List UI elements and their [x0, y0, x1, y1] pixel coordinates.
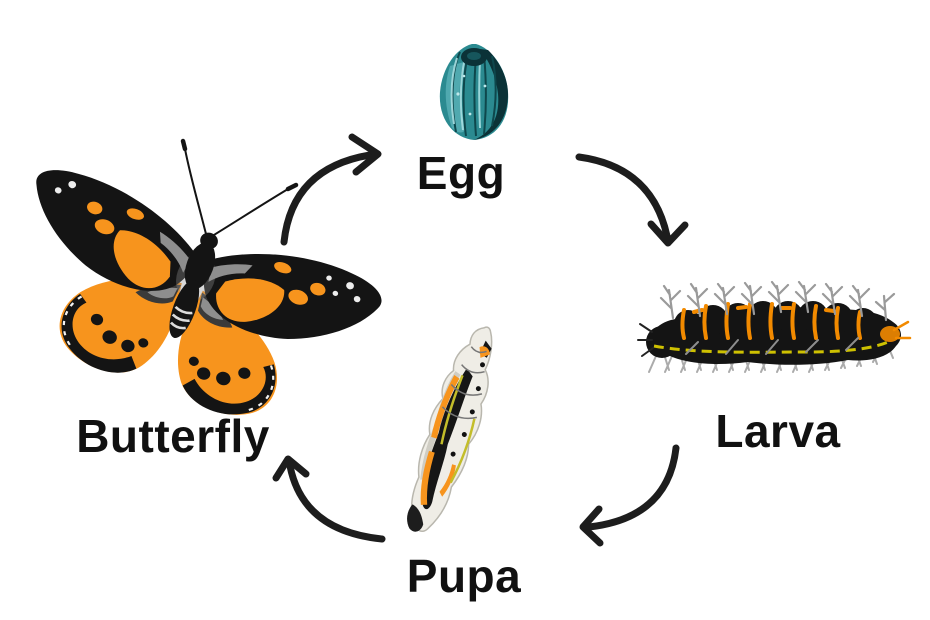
egg-shadow [474, 49, 508, 140]
stage-label-pupa: Pupa [406, 550, 522, 602]
pupa-dots [450, 362, 486, 457]
arrow-egg-to-larva [575, 153, 689, 247]
butterfly-left-forewing [36, 170, 196, 291]
pupa-dark-tip [407, 504, 424, 532]
stage-label-egg: Egg [416, 147, 506, 199]
butterfly-left-hindwing [59, 278, 182, 373]
pupa-black-streak [422, 368, 473, 510]
butterfly-abdomen-stripes [169, 305, 193, 330]
larva-orange-marks [680, 302, 862, 340]
stage-label-larva: Larva [715, 405, 841, 457]
butterfly-image [36, 138, 382, 415]
larva-side-hairs [685, 337, 859, 355]
pupa-image [407, 326, 493, 532]
arrow-larva-to-pupa [579, 444, 680, 547]
arrow-butterfly-to-egg [280, 133, 382, 246]
larva-image [637, 280, 912, 373]
arrow-pupa-to-butterfly [272, 455, 386, 543]
butterfly-right-forewing [203, 253, 382, 340]
butterfly-body [169, 232, 218, 338]
larva-rear-hairs [892, 320, 912, 340]
egg-crater-inner [467, 52, 481, 60]
egg-speckles [456, 74, 487, 116]
stage-label-butterfly: Butterfly [76, 410, 270, 462]
butterfly-antennae [180, 138, 299, 239]
pupa-orange-streaks [420, 346, 490, 505]
larva-spines [659, 280, 896, 322]
larva-front-hairs [637, 323, 654, 357]
larva-yellow-line [653, 338, 893, 354]
egg-notch [470, 36, 478, 44]
pupa-segment-lines [441, 346, 487, 420]
egg-image [439, 36, 509, 140]
butterfly-right-hindwing [178, 290, 278, 415]
pupa-yellow-accents [440, 374, 476, 484]
